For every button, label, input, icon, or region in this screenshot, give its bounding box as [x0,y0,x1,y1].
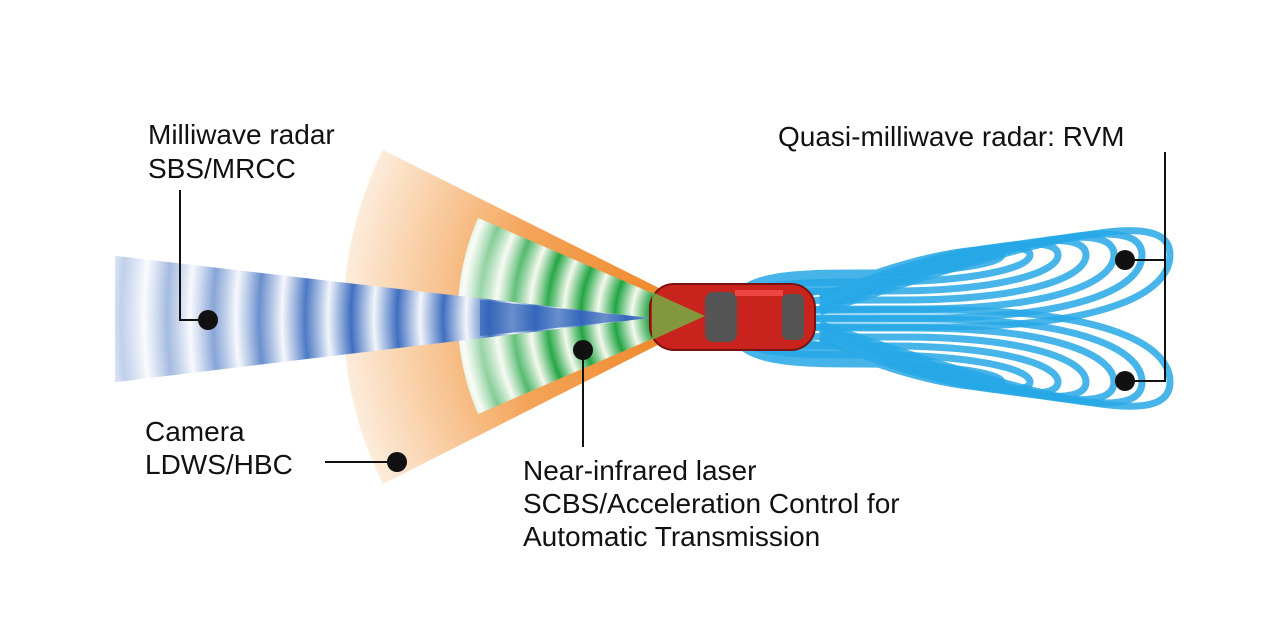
rear-radar-wave [725,246,1006,319]
rvm-dot-top [1115,250,1135,270]
laser-systems-line1: SCBS/Acceleration Control for [523,488,900,519]
camera-title: Camera [145,416,245,447]
laser-systems-line2: Automatic Transmission [523,521,821,552]
rvm-dot-bottom [1115,371,1135,391]
milliwave-radar-title: Milliwave radar [148,119,335,150]
quasi-milliwave-title: Quasi-milliwave radar: RVM [778,121,1125,152]
rear-radar-wave [725,317,1006,391]
milliwave-radar-systems: SBS/MRCC [148,153,296,184]
milliwave-radar-dot [198,310,218,330]
laser-title: Near-infrared laser [523,455,757,486]
camera-dot [387,452,407,472]
car [649,283,816,351]
laser-dot [573,340,593,360]
camera-systems: LDWS/HBC [145,449,293,480]
